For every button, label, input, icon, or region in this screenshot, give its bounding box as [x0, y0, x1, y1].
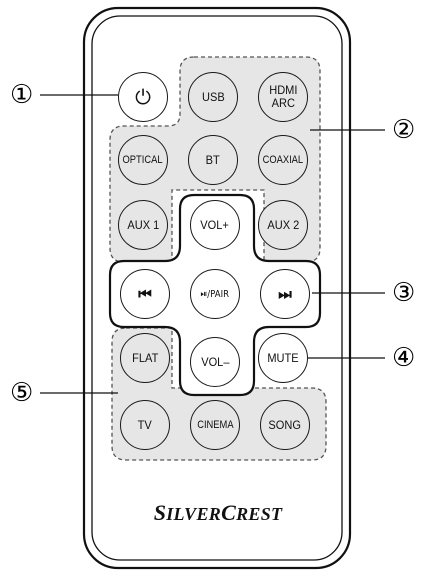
flat-button[interactable]: FLAT	[120, 333, 170, 383]
callout-4: ④	[392, 343, 416, 373]
mute-label: MUTE	[267, 350, 299, 365]
next-icon: ⏭	[278, 285, 292, 303]
callout-3: ③	[392, 278, 416, 308]
vol-up-button[interactable]: VOL+	[190, 200, 240, 250]
hdmi-arc-button[interactable]: HDMI ARC	[258, 72, 308, 122]
brand-c: C	[221, 500, 237, 525]
brand-rest: REST	[236, 504, 283, 524]
cinema-button[interactable]: CINEMA	[190, 400, 240, 450]
aux2-label: AUX 2	[267, 217, 299, 232]
tv-button[interactable]: TV	[120, 400, 170, 450]
callout-5: ⑤	[10, 378, 34, 408]
next-track-button[interactable]: ⏭	[260, 269, 310, 319]
callout-2: ②	[392, 115, 416, 145]
cinema-label: CINEMA	[196, 418, 234, 431]
tv-label: TV	[137, 417, 153, 432]
bt-button[interactable]: BT	[188, 135, 238, 185]
previous-icon: ⏮	[138, 285, 152, 303]
song-label: SONG	[268, 417, 302, 432]
aux1-button[interactable]: AUX 1	[118, 200, 168, 250]
power-button[interactable]: ⏻	[118, 72, 168, 122]
previous-track-button[interactable]: ⏮	[120, 269, 170, 319]
brand-logo: SILVERCREST	[108, 500, 328, 526]
flat-label: FLAT	[131, 350, 159, 365]
aux1-label: AUX 1	[127, 217, 159, 232]
aux2-button[interactable]: AUX 2	[258, 200, 308, 250]
vol-down-button[interactable]: VOL–	[190, 337, 240, 387]
bt-label: BT	[205, 152, 221, 167]
song-button[interactable]: SONG	[260, 400, 310, 450]
callout-1: ①	[10, 80, 34, 110]
mute-button[interactable]: MUTE	[258, 333, 308, 383]
remote-body-inner	[91, 15, 343, 561]
play-pause-pair-label: ⏯/PAIR	[200, 288, 230, 300]
power-icon: ⏻	[135, 85, 151, 109]
vol-up-label: VOL+	[200, 217, 230, 232]
brand-s: S	[153, 500, 167, 525]
play-pause-pair-button[interactable]: ⏯/PAIR	[190, 269, 240, 319]
optical-button[interactable]: OPTICAL	[118, 135, 168, 185]
optical-label: OPTICAL	[122, 153, 164, 166]
coaxial-label: COAXIAL	[262, 153, 304, 166]
hdmi-arc-label: HDMI ARC	[268, 83, 298, 110]
brand-ilver: ILVER	[166, 504, 222, 524]
usb-button[interactable]: USB	[188, 72, 238, 122]
coaxial-button[interactable]: COAXIAL	[258, 135, 308, 185]
usb-label: USB	[201, 89, 225, 104]
vol-down-label: VOL–	[200, 354, 230, 369]
